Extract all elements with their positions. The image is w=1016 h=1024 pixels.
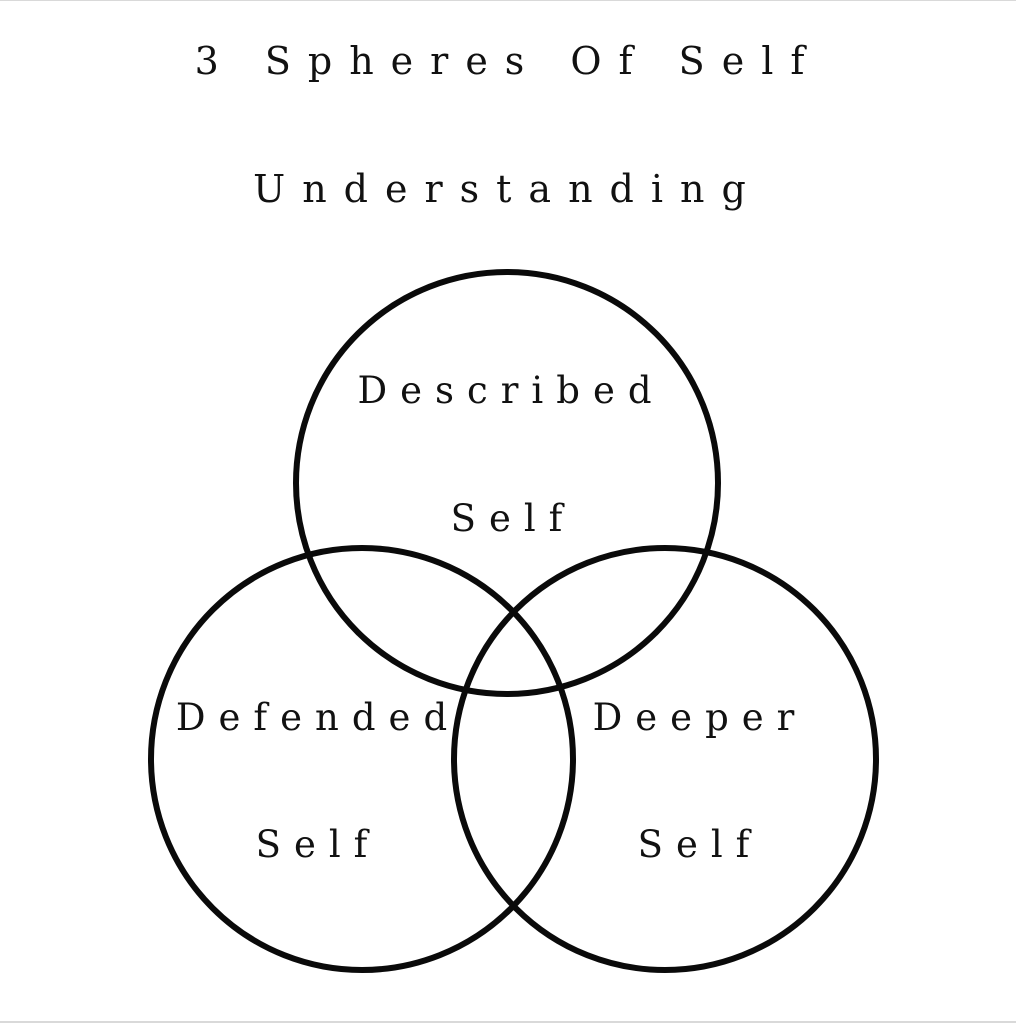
described-self-circle bbox=[293, 269, 721, 697]
defended-self-circle bbox=[148, 545, 576, 973]
described-self-label-line1: Described bbox=[357, 369, 664, 412]
deeper-self-label-line2: Self bbox=[638, 823, 763, 866]
defended-self-label-line1: Defended bbox=[176, 696, 460, 739]
title-line-2: Understanding bbox=[253, 167, 763, 211]
deeper-self-label-line1: Deeper bbox=[593, 696, 808, 739]
described-self-label-line2: Self bbox=[451, 497, 576, 540]
deeper-self-circle bbox=[451, 545, 879, 973]
defended-self-label-line2: Self bbox=[256, 823, 381, 866]
title-line-1: 3 Spheres Of Self bbox=[194, 39, 822, 83]
